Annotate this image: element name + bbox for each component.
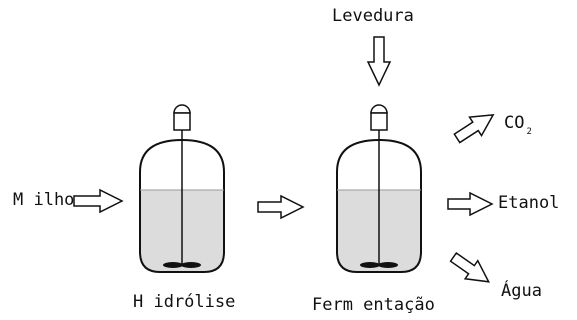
impeller-icon <box>360 262 398 268</box>
arrow-transfer-icon <box>257 194 305 220</box>
impeller-icon <box>163 262 201 268</box>
agitator-motor-icon <box>173 104 191 140</box>
arrow-water-icon <box>449 251 490 283</box>
reactor-hidrolise <box>139 104 225 273</box>
arrow-co2-icon <box>453 114 495 144</box>
label-co2-subscript: 2 <box>526 127 532 137</box>
label-reactor-fermentacao: Ferm entação <box>312 295 435 315</box>
label-co2-main: CO <box>504 113 525 133</box>
agitator-motor-icon <box>370 104 388 140</box>
reactor-fermentacao-vessel <box>336 138 422 273</box>
reactor-hidrolise-vessel <box>139 138 225 273</box>
label-water: Água <box>501 281 542 301</box>
reactor-fermentacao <box>336 104 422 273</box>
arrow-yeast-icon <box>366 36 392 87</box>
arrow-ethanol-icon <box>447 191 494 217</box>
label-ethanol: Etanol <box>498 193 560 213</box>
label-reactor-hidrolise: H idrólise <box>133 292 236 312</box>
arrow-feed-icon <box>73 188 124 214</box>
label-feed: M ilho <box>13 190 75 210</box>
label-yeast: Levedura <box>332 6 414 26</box>
